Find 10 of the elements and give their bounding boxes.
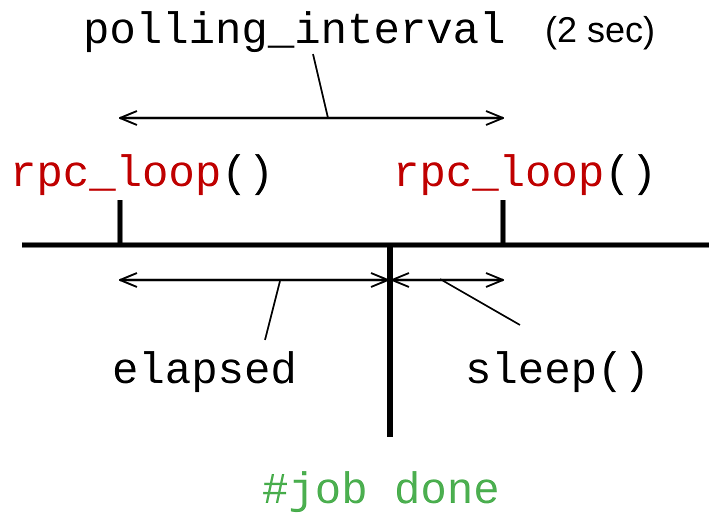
- label-text: sleep(): [465, 350, 650, 394]
- unit-note: (2 sec): [545, 12, 656, 48]
- label-text: polling_interval: [83, 10, 506, 54]
- label-text: elapsed: [112, 350, 297, 394]
- leader-line: [264, 280, 281, 340]
- leader-line: [440, 278, 520, 326]
- function-call-label: rpc_loop(): [10, 153, 274, 197]
- leader-line: [312, 54, 329, 118]
- function-call-label: rpc_loop(): [393, 153, 658, 197]
- comment-label: #job done: [262, 470, 500, 514]
